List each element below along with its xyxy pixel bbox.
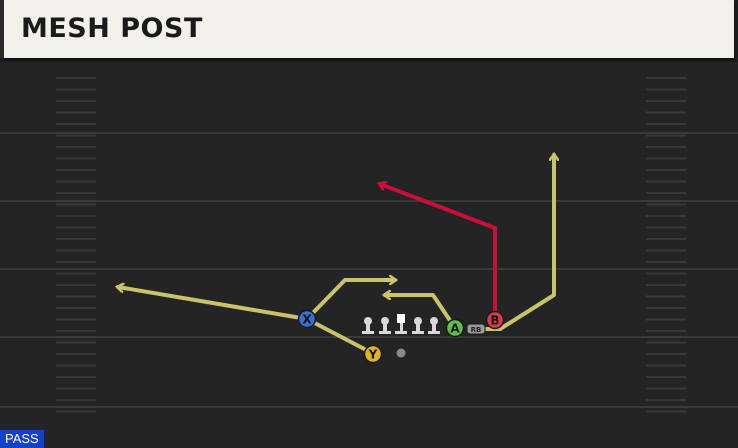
lineman-icon [379,317,391,334]
center-icon [395,314,407,334]
play-title: MESH POST [21,13,203,44]
player-x[interactable]: X [297,309,317,329]
play-diagram: X Y A B RB [0,77,738,413]
hash-marks [56,77,686,413]
route-rb-go [475,155,554,331]
player-rb[interactable]: RB [466,323,486,335]
lineman-icon [412,317,424,334]
player-y[interactable]: Y [363,344,383,364]
lineman-icon [428,317,440,334]
player-y-label: Y [368,348,378,362]
play-title-bar: MESH POST [0,0,734,58]
yard-lines [0,132,738,408]
player-b-label: B [490,314,499,328]
route-y-mesh [305,280,395,355]
play-diagram-field: X Y A B RB [0,62,738,448]
route-a-drag [385,295,457,330]
player-a[interactable]: A [445,318,465,338]
player-b[interactable]: B [485,310,505,330]
player-x-label: X [302,313,312,327]
quarterback-marker [396,348,406,358]
player-a-label: A [450,322,460,336]
player-rb-label: RB [471,326,482,334]
offensive-line [362,314,440,334]
lineman-icon [362,317,374,334]
play-type-badge: PASS [0,430,44,448]
route-b-post [380,184,497,322]
route-x-out [118,287,309,321]
